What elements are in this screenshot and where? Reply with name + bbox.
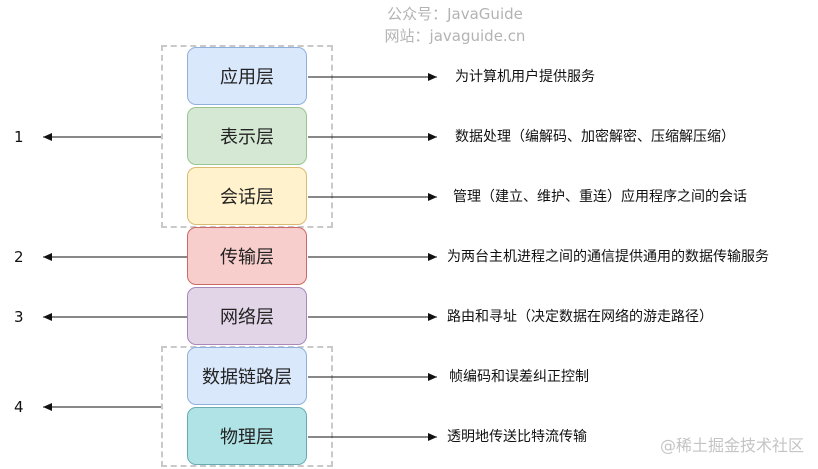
layer-session: 会话层 [187, 167, 307, 225]
desc-transport: 为两台主机进程之间的通信提供通用的数据传输服务 [447, 249, 769, 265]
group-number-1: 1 [14, 128, 24, 146]
watermark-wechat: 公众号：JavaGuide [387, 5, 523, 23]
group-number-2: 2 [14, 248, 24, 266]
desc-application: 为计算机用户提供服务 [455, 69, 595, 85]
desc-session: 管理（建立、维护、重连）应用程序之间的会话 [453, 189, 747, 205]
desc-network: 路由和寻址（决定数据在网络的游走路径） [447, 309, 713, 325]
layer-physical: 物理层 [187, 407, 307, 465]
brand-watermark: @稀土掘金技术社区 [659, 436, 804, 455]
desc-datalink: 帧编码和误差纠正控制 [449, 369, 589, 385]
layer-datalink: 数据链路层 [187, 347, 307, 405]
layer-presentation: 表示层 [187, 107, 307, 165]
desc-physical: 透明地传送比特流传输 [447, 429, 587, 445]
layer-application: 应用层 [187, 47, 307, 105]
layer-transport: 传输层 [187, 227, 307, 285]
layer-network: 网络层 [187, 287, 307, 345]
desc-presentation: 数据处理（编解码、加密解密、压缩解压缩） [455, 129, 735, 145]
group-number-3: 3 [14, 308, 24, 326]
group-number-4: 4 [14, 398, 24, 416]
watermark-website: 网站：javaguide.cn [384, 27, 526, 45]
